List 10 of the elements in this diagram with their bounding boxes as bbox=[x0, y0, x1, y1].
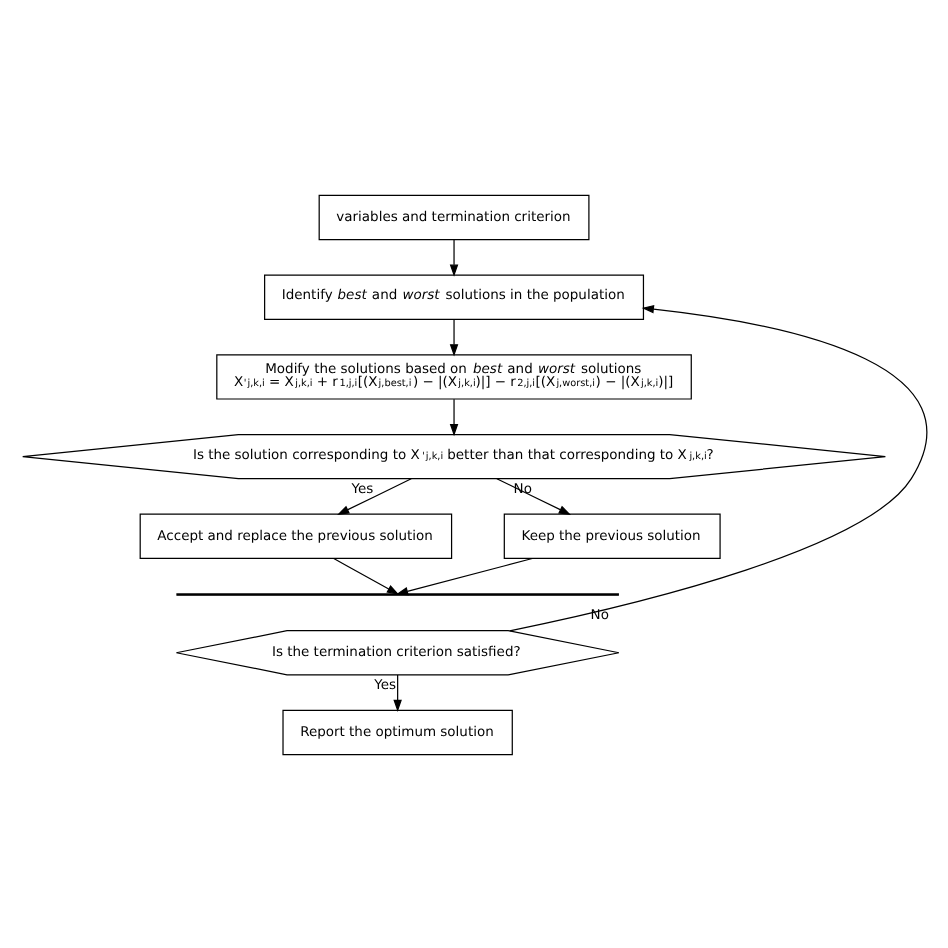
arrow bbox=[508, 303, 927, 631]
arrow bbox=[394, 556, 532, 595]
arrow bbox=[448, 317, 458, 356]
node-bar bbox=[175, 592, 618, 595]
arrow bbox=[392, 673, 401, 711]
arrow bbox=[332, 556, 399, 594]
arrow bbox=[495, 477, 571, 514]
arrow bbox=[336, 477, 411, 514]
arrow bbox=[448, 238, 458, 276]
arrow bbox=[448, 397, 458, 436]
